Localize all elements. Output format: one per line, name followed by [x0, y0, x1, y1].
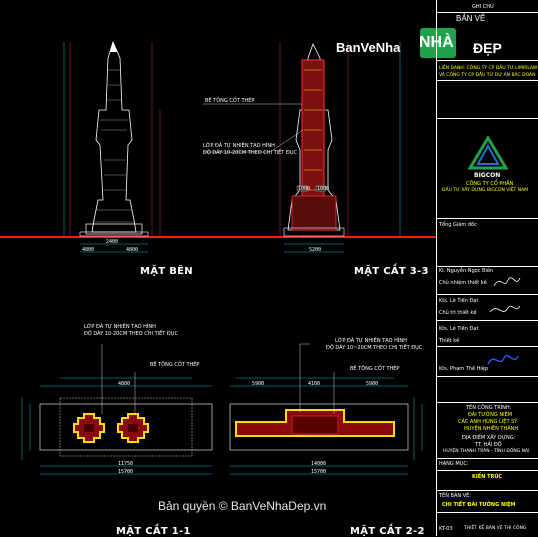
dim-sec11-mid: 4800 — [118, 381, 131, 387]
section-33-drawing — [203, 42, 401, 253]
dim-side-base-b: 4800 — [126, 247, 139, 253]
tb-project-line1: LIÊN DANH: CÔNG TY CP ĐẦU TƯ LIMIRLAW — [439, 66, 538, 71]
copyright-watermark: Bản quyền © BanVeNhaDep.vn — [158, 499, 327, 513]
dim-sec33-b: 1000 — [317, 186, 330, 192]
tb-sheet-no: KT-03 — [439, 526, 453, 532]
tb-header: GHI CHÚ — [472, 4, 494, 10]
dim-side-base-a: 4800 — [82, 247, 95, 253]
dim-sec33-a: 1000 — [298, 186, 311, 192]
dim-sec11-total: 15700 — [118, 469, 134, 475]
dim-sec11-inner: 11750 — [118, 461, 134, 467]
signature-1-icon — [493, 277, 521, 287]
note-concrete-core-2: BÊ TÔNG CỐT THÉP — [150, 362, 200, 368]
signature-2-icon — [489, 305, 521, 313]
note-stone-layer-1: LỚP ĐÁ TỰ NHIÊN TẠO HÌNH — [203, 143, 275, 149]
section-22-drawing — [229, 343, 423, 475]
tb-director-label: Tổng Giám đốc — [439, 222, 477, 228]
tb-drafter-name: Kts. Phạm Thế Hiệp — [439, 366, 489, 372]
tb-drawing-name: CHI TIẾT ĐÀI TƯỞNG NIỆM — [442, 502, 516, 508]
tb-category: KIẾN TRÚC — [472, 474, 503, 480]
tb-project-name3: HUYỆN NHIÊN THÀNH — [464, 426, 519, 432]
tb-drafter-label: Thiết kế — [439, 338, 460, 344]
note-stone-thickness-3: ĐỘ DÀY 10~20CM THEO CHI TIẾT ĐỤC — [326, 345, 423, 351]
dim-sec22-mid: 14000 — [311, 461, 327, 467]
tb-location1: TT. HẢI ĐÔ — [475, 442, 502, 448]
logo-ban-ve-text: BẢN VẼ — [456, 14, 486, 23]
tb-drawing-label: TÊN BẢN VẼ: — [439, 493, 471, 499]
side-elevation-drawing — [63, 40, 161, 253]
dim-sec33-base: 5200 — [309, 247, 322, 253]
note-stone-thickness-1: ĐỘ DÀY 10-20CM THEO CHI TIẾT ĐỤC — [203, 150, 297, 156]
dim-side-base-total: 2400 — [106, 239, 119, 245]
bigcon-logo-icon — [468, 136, 508, 170]
tb-checker-name: Kts. Lê Tiến Đạt — [439, 326, 479, 332]
logo-dep-text: ĐẸP — [473, 40, 502, 56]
note-stone-layer-2: LỚP ĐÁ TỰ NHIÊN TẠO HÌNH — [84, 324, 156, 330]
tb-designer-role: Kĩ. Nguyễn Ngọc Biên — [439, 268, 494, 274]
note-stone-thickness-2: ĐỘ DÀY 10-20CM THEO CHI TIẾT ĐỤC — [84, 331, 178, 337]
view-title-section-22: MẶT CẮT 2-2 — [350, 526, 425, 537]
view-title-section-11: MẶT CẮT 1-1 — [116, 526, 191, 537]
tb-location-label: ĐỊA ĐIỂM XÂY DỰNG: — [462, 435, 516, 441]
view-title-section-33: MẶT CẮT 3-3 — [354, 266, 429, 277]
tb-location2: HUYỆN THẠNH TRÂN - TỈNH ĐỒNG NAI — [443, 449, 530, 454]
dim-sec22-left: 5900 — [252, 381, 265, 387]
tb-company-line1: CÔNG TY CỔ PHẦN — [466, 181, 514, 187]
signature-3-icon — [487, 355, 519, 365]
note-stone-layer-3: LỚP ĐÁ TỰ NHIÊN TẠO HÌNH — [335, 338, 407, 344]
dim-sec22-total: 15700 — [311, 469, 327, 475]
note-concrete-core-1: BÊ TÔNG CỐT THÉP — [205, 98, 255, 104]
tb-checker-label: Chủ trì thiết kế — [439, 310, 477, 316]
tb-footer: THIẾT KẾ BẢN VẼ THI CÔNG — [464, 526, 527, 531]
tb-designer-label: Chủ nhiệm thiết kế — [439, 280, 487, 286]
tb-project-name2: CÁC ANH HÙNG LIỆT SỸ — [458, 419, 518, 425]
tb-project-line2: VÀ CÔNG TY CP ĐẦU TƯ DỰ ÁN BÁC ĐOÀN — [439, 73, 536, 78]
tb-company-brand: BIGCON — [474, 172, 501, 179]
watermark-site-text: BanVeNha — [336, 40, 401, 55]
section-11-drawing — [21, 344, 213, 475]
tb-designer-name: Kts. Lê Tiến Đạt — [439, 298, 479, 304]
tb-category-label: HẠNG MỤC: — [439, 461, 469, 467]
drawing-canvas — [0, 40, 436, 475]
banvenhadep-logo-icon — [420, 28, 456, 58]
dim-sec22-right: 5900 — [366, 381, 379, 387]
note-concrete-core-3: BÊ TÔNG CỐT THÉP — [350, 366, 400, 372]
dim-sec22-top: 4100 — [308, 381, 321, 387]
view-title-side: MẶT BÊN — [140, 266, 193, 277]
tb-project-label: TÊN CÔNG TRÌNH: — [466, 405, 512, 411]
tb-company-line2: ĐẦU TƯ XÂY DỰNG BIGCON VIỆT NAM — [442, 188, 529, 193]
title-block — [436, 0, 538, 536]
tb-project-name1: ĐÀI TƯỞNG NIỆM — [468, 412, 513, 418]
